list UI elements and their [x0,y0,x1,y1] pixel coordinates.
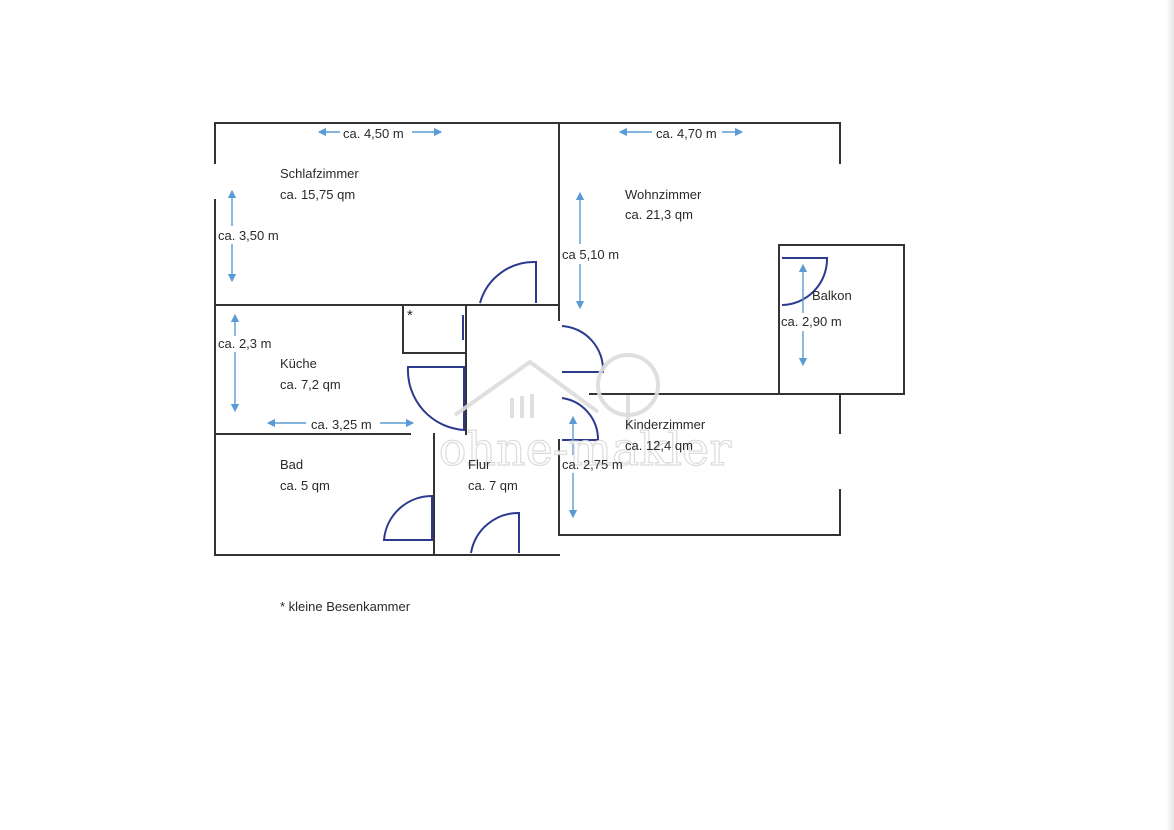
door-bad [382,494,433,541]
door-flur [470,511,520,554]
door-wohnzimmer [561,325,605,373]
room-name-flur: Flur [468,457,491,472]
room-area-schlafzimmer: ca. 15,75 qm [280,187,355,202]
room-area-kinderzimmer: ca. 12,4 qm [625,438,693,453]
dim-schlaf-height: ca. 3,50 m [218,228,279,243]
dim-balkon-height: ca. 2,90 m [781,314,842,329]
door-kinderzimmer [561,397,600,441]
dim-kueche-height: ca. 2,3 m [218,336,271,351]
door-schlafzimmer [479,260,537,304]
dimension-arrows [227,127,808,519]
room-name-wohnzimmer: Wohnzimmer [625,187,702,202]
dim-wohn-width: ca. 4,70 m [656,126,717,141]
dim-kueche-width: ca. 3,25 m [311,417,372,432]
house-icon [453,359,600,417]
closet-marker: * [407,307,413,324]
dim-schlaf-width: ca. 4,50 m [343,126,404,141]
footnote: * kleine Besenkammer [280,599,411,614]
room-name-bad: Bad [280,457,303,472]
room-name-schlafzimmer: Schlafzimmer [280,166,359,181]
room-name-kinderzimmer: Kinderzimmer [625,417,706,432]
room-name-balkon: Balkon [812,288,852,303]
room-name-kueche: Küche [280,356,317,371]
scan-edge [1166,0,1174,830]
door-balkon [781,257,829,306]
watermark: ohne-makler [438,353,732,477]
dim-wohn-height: ca 5,10 m [562,247,619,262]
room-area-wohnzimmer: ca. 21,3 qm [625,207,693,222]
dim-kinder-height: ca. 2,75 m [562,457,623,472]
walls [214,122,905,556]
room-area-flur: ca. 7 qm [468,478,518,493]
watermark-text: ohne-makler [439,422,732,476]
room-area-kueche: ca. 7,2 qm [280,377,341,392]
door-kueche [406,366,465,432]
room-area-bad: ca. 5 qm [280,478,330,493]
labels: Schlafzimmer ca. 15,75 qm Wohnzimmer ca.… [218,126,852,614]
